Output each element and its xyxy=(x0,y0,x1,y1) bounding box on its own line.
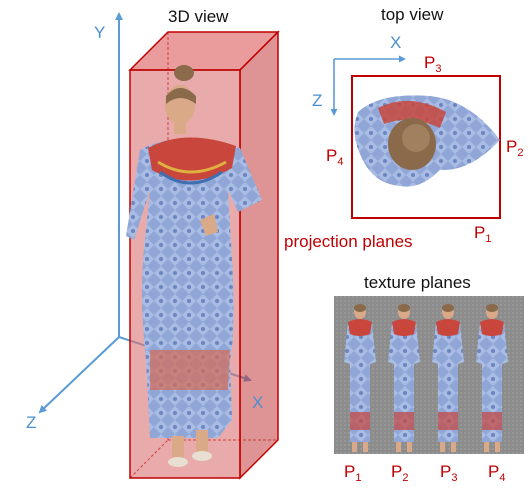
texture-label-p4: P4 xyxy=(488,462,505,484)
texture-label-p1: P1 xyxy=(344,462,361,484)
axis-x-label: X xyxy=(252,393,263,412)
projection-planes-caption: projection planes xyxy=(284,232,413,251)
topview-p1-label: P1 xyxy=(474,223,491,245)
texture-panel: texture planes P1 P2 P3 P4 xyxy=(334,273,524,484)
texture-title: texture planes xyxy=(364,273,471,292)
topview-person xyxy=(354,95,500,187)
z-axis xyxy=(38,336,120,414)
person-figure xyxy=(126,65,262,467)
axis-z-label: Z xyxy=(26,413,36,432)
texture-label-p3: P3 xyxy=(440,462,457,484)
view3d-panel: 3D view Y X Z xyxy=(26,7,280,480)
texture-label-p2: P2 xyxy=(391,462,408,484)
topview-panel: top view X Z P3 P2 P4 P1 projection plan… xyxy=(284,5,523,251)
axis-y-label: Y xyxy=(94,23,105,42)
topview-p3-label: P3 xyxy=(424,53,441,75)
view3d-title: 3D view xyxy=(168,7,229,26)
topview-p2-label: P2 xyxy=(506,137,523,159)
topview-title: top view xyxy=(381,5,444,24)
topview-p4-label: P4 xyxy=(326,146,343,168)
topview-axis-z-label: Z xyxy=(312,91,322,110)
topview-axis-x-label: X xyxy=(390,33,401,52)
